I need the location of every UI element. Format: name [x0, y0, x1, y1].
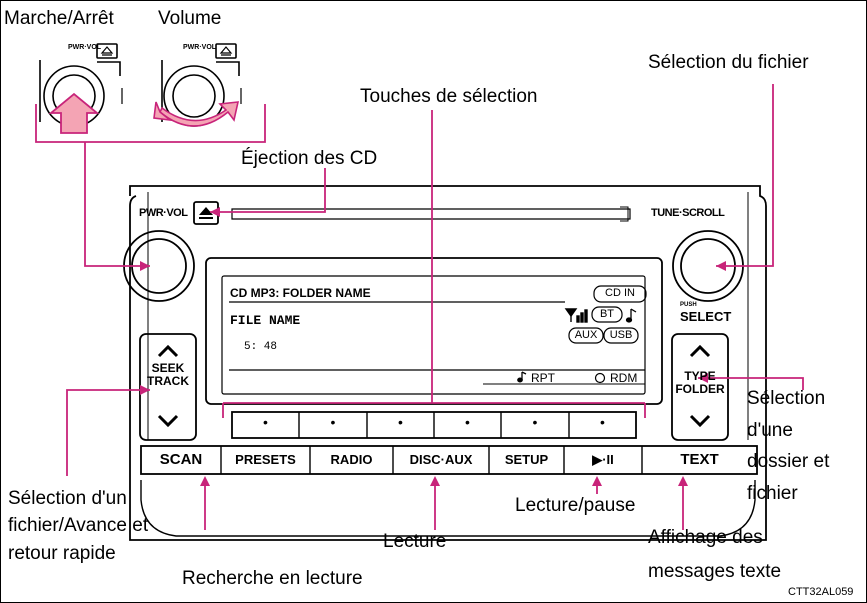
- callout-file-select: Sélection du fichier: [648, 52, 809, 73]
- left-knob-label: PWR·VOL: [139, 207, 188, 219]
- preset-button-3[interactable]: •: [398, 414, 403, 430]
- function-dividers: [220, 446, 643, 474]
- callout-folder-select-line3: dossier et: [747, 451, 830, 472]
- callout-seek-line2: fichier/Avance et: [8, 515, 149, 536]
- callout-lines: [35, 84, 804, 530]
- preset-button-4[interactable]: •: [465, 414, 470, 430]
- preset-button-1[interactable]: •: [263, 414, 268, 430]
- bt-badge: BT: [599, 308, 615, 320]
- callout-folder-select-line4: fichier: [747, 483, 798, 504]
- presets-button[interactable]: PRESETS: [235, 452, 296, 467]
- callout-seek-line3: retour rapide: [8, 543, 116, 564]
- signal-icon: [564, 308, 588, 323]
- callout-eject: Éjection des CD: [241, 148, 378, 169]
- preset-button-6[interactable]: •: [600, 414, 605, 430]
- type-label: TYPE: [684, 369, 716, 383]
- usb-badge: USB: [609, 329, 633, 341]
- eject-symbol: [199, 207, 213, 219]
- preset-dividers: [298, 412, 570, 438]
- callout-play-pause: Lecture/pause: [515, 495, 636, 516]
- play-pause-button[interactable]: ▶·II: [592, 452, 614, 467]
- figure-code: CTT32AL059: [788, 586, 854, 598]
- seek-label: SEEK: [151, 361, 185, 375]
- right-knob-label: TUNE·SCROLL: [651, 207, 725, 219]
- preset-button-5[interactable]: •: [532, 414, 538, 430]
- power-knob-detail-label: PWR·VOL: [68, 44, 102, 51]
- seek-track-button[interactable]: SEEK TRACK: [140, 362, 196, 388]
- callout-arrowheads: [140, 207, 726, 486]
- setup-button[interactable]: SETUP: [504, 452, 549, 467]
- callout-folder-select-line2: d'une: [747, 420, 793, 441]
- display-file-line: FILE NAME: [230, 313, 301, 328]
- callout-seek-line1: Sélection d'un: [8, 488, 127, 509]
- volume-knob-detail-label: PWR·VOL: [183, 44, 217, 51]
- disc-aux-button[interactable]: DISC·AUX: [409, 452, 473, 467]
- aux-badge: AUX: [574, 329, 598, 341]
- rdm-indicator: RDM: [610, 371, 638, 385]
- volume-arrow: [153, 101, 240, 127]
- select-label: SELECT: [680, 309, 732, 324]
- callout-text-display-line1: Affichage des: [648, 527, 763, 548]
- preset-button-2[interactable]: •: [330, 414, 336, 430]
- display-folder-line: CD MP3: FOLDER NAME: [230, 286, 371, 300]
- track-label: TRACK: [147, 374, 189, 388]
- type-folder-button[interactable]: TYPE FOLDER: [672, 370, 728, 396]
- display-time: 5: 48: [244, 341, 278, 353]
- cd-in-badge: CD IN: [605, 287, 635, 299]
- rocker-chevrons: [157, 344, 711, 428]
- callout-power: Marche/Arrêt: [4, 8, 114, 29]
- display-badges: [568, 285, 647, 384]
- text-button[interactable]: TEXT: [680, 451, 719, 468]
- callout-text-display-line2: messages texte: [648, 561, 782, 582]
- power-arrow: [48, 92, 100, 134]
- music-note-icons: [517, 308, 637, 383]
- callout-select-keys: Touches de sélection: [360, 86, 538, 107]
- callout-scan-search: Recherche en lecture: [182, 568, 363, 589]
- radio-button[interactable]: RADIO: [330, 452, 373, 467]
- push-label: PUSH: [680, 302, 697, 308]
- rpt-indicator: RPT: [531, 371, 555, 385]
- callout-folder-select-line1: Sélection: [747, 388, 826, 409]
- folder-label: FOLDER: [675, 382, 725, 396]
- callout-volume: Volume: [158, 8, 222, 29]
- head-unit: [123, 185, 767, 541]
- scan-button[interactable]: SCAN: [159, 451, 203, 468]
- callout-lecture: Lecture: [383, 531, 447, 552]
